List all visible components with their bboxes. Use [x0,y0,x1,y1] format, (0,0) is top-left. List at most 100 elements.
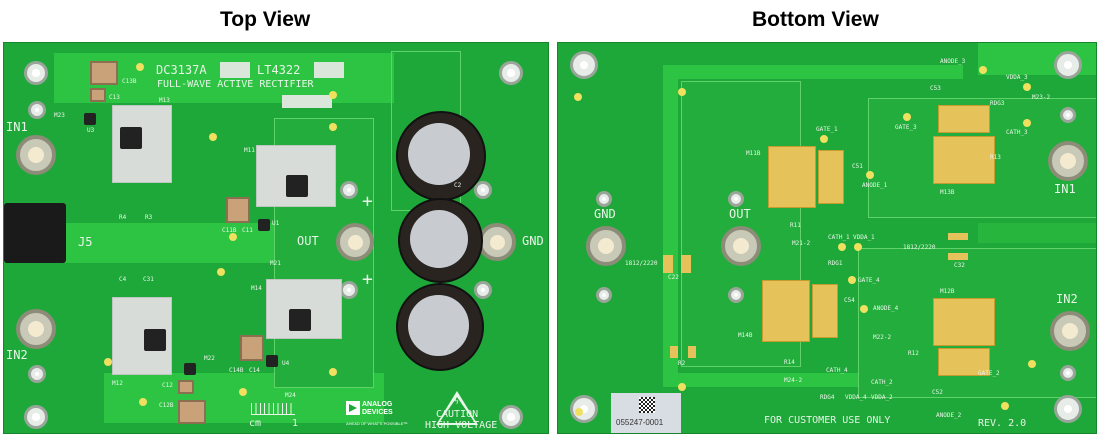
ref-label: RDG3 [990,100,1005,107]
out-terminal[interactable] [721,226,761,266]
ref-label: VDDA_4 [845,394,867,401]
ref-label: M23 [54,112,65,119]
ref-label: C14B [229,367,244,374]
board-id: DC3137A [156,63,207,77]
ref-label: C13B [122,78,137,85]
caution-text: CAUTION [436,409,479,420]
ref-label: CATH_2 [871,379,893,386]
in1-terminal[interactable] [1048,141,1088,181]
ref-label: M21-2 [792,240,811,247]
ref-label: 1812/2220 [625,260,658,267]
ref-label: RDG4 [820,394,835,401]
in1-terminal[interactable] [16,135,56,175]
lightning-bolt-icon: ϟ [454,397,459,406]
board-subtitle: FULL-WAVE ACTIVE RECTIFIER [157,79,314,90]
ref-label: C22 [668,274,679,281]
ref-label: C12B [159,402,174,409]
ref-label: ANODE_3 [940,58,966,65]
revision-text: REV. 2.0 [978,418,1027,429]
top-view-title: Top View [220,8,311,31]
ref-label: C31 [143,276,154,283]
dc-jack-j5[interactable] [4,203,66,263]
ref-label: C32 [954,262,965,269]
ref-label: C53 [930,85,941,92]
ref-label: CATH_3 [1006,129,1028,136]
scale-value: 1 [292,418,299,429]
electrolytic-capacitor [396,283,484,371]
ref-label: M22-2 [873,334,892,341]
ref-label: R12 [908,350,919,357]
ref-label: C11 [242,227,253,234]
ref-label: M21 [270,260,281,267]
ref-label: ANODE_4 [873,305,899,312]
ref-label: C54 [844,297,855,304]
out-label: OUT [729,207,751,221]
ref-label: C14 [249,367,260,374]
ref-label: R14 [784,359,795,366]
plus-sign: + [362,269,373,290]
ref-label: VDDA_1 [853,234,875,241]
qr-code-icon [639,397,655,413]
high-voltage-text: HIGH VOLTAGE [425,420,498,431]
scale-unit: cm [249,418,262,429]
electrolytic-capacitor [396,111,486,201]
in2-label: IN2 [1056,292,1078,306]
ref-label: C52 [932,389,943,396]
gnd-terminal[interactable] [586,226,626,266]
ref-label: M11B [746,150,761,157]
footer-text: FOR CUSTOMER USE ONLY [764,415,891,426]
ref-label: M13B [940,189,955,196]
ref-label: R11 [790,222,801,229]
ref-label: M11 [244,147,255,154]
gnd-label: GND [522,234,544,248]
ref-label: C13 [109,94,120,101]
plus-sign: + [362,191,373,212]
out-terminal[interactable] [336,223,374,261]
gnd-terminal[interactable] [478,223,516,261]
ref-label: U4 [282,360,290,367]
ref-label: GATE_3 [895,124,917,131]
ref-label: ANODE_1 [862,182,888,189]
ref-label: GATE_1 [816,126,838,133]
ref-label: CATH_4 [826,367,848,374]
ref-label: M14B [738,332,753,339]
electrolytic-capacitor [398,198,483,283]
in2-terminal[interactable] [1050,311,1090,351]
ref-label: M12B [940,288,955,295]
ref-label: R13 [990,154,1001,161]
ref-label: M14 [251,285,262,292]
part-number: LT4322 [257,63,301,77]
ref-label: C2 [454,182,462,189]
ref-label: RDG1 [828,260,843,267]
out-label: OUT [297,234,319,248]
ref-label: M22 [204,355,215,362]
ref-label: R4 [119,214,127,221]
ref-label: M23-2 [1032,94,1051,101]
serial-label: 055247-0001 [611,393,681,433]
ref-label: 1812/2220 [903,244,936,251]
ref-label: C12 [162,382,173,389]
in2-label: IN2 [6,348,28,362]
ref-label: M13 [159,97,170,104]
ref-label: CATH_1 [828,234,850,241]
in1-label: IN1 [6,120,28,134]
cm-scale [251,403,295,415]
ref-label: C51 [852,163,863,170]
ref-label: R2 [678,360,686,367]
ref-label: ANODE_2 [936,412,962,419]
ref-label: U1 [272,220,280,227]
in2-terminal[interactable] [16,309,56,349]
gnd-label: GND [594,207,616,221]
ref-label: GATE_4 [858,277,880,284]
in1-label: IN1 [1054,182,1076,196]
ref-label: R3 [145,214,153,221]
top-board-photo: DC3137A LT4322 FULL-WAVE ACTIVE RECTIFIE… [3,42,549,434]
ref-label: M12 [112,380,123,387]
ref-label: VDDA_3 [1006,74,1028,81]
j5-label: J5 [78,235,93,249]
ref-label: VDDA_2 [871,394,893,401]
bottom-view-title: Bottom View [752,8,879,31]
serial-number: 055247-0001 [616,418,664,427]
ref-label: C4 [119,276,127,283]
